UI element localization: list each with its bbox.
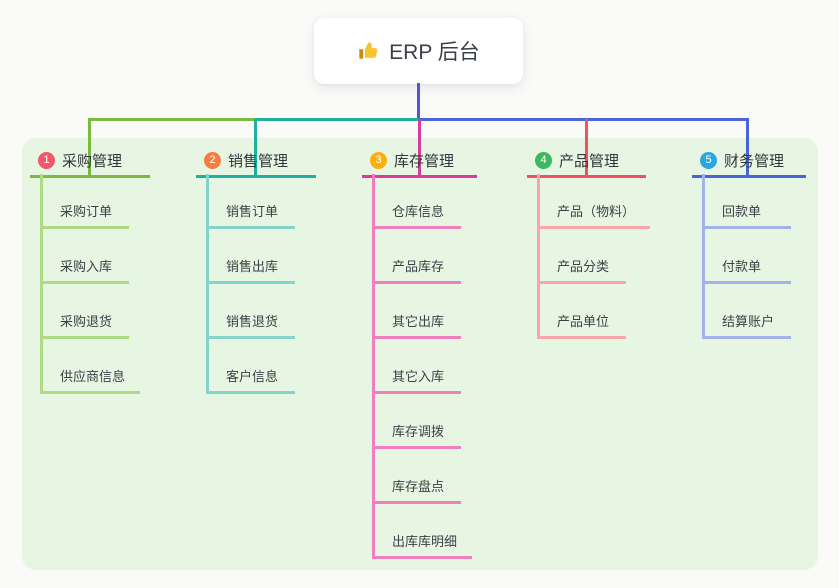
child-slot: 库存盘点 bbox=[375, 449, 472, 504]
child-slot: 仓库信息 bbox=[375, 174, 472, 229]
child-node[interactable]: 产品分类 bbox=[540, 256, 626, 284]
branch-children-purchase: 采购订单采购入库采购退货供应商信息 bbox=[40, 174, 141, 394]
child-slot: 出库库明细 bbox=[375, 504, 473, 559]
branch-drop-line bbox=[418, 119, 421, 177]
branch-badge: 2 bbox=[204, 152, 221, 169]
child-node[interactable]: 产品（物料） bbox=[540, 201, 651, 229]
child-node[interactable]: 采购入库 bbox=[43, 256, 129, 284]
child-slot: 采购入库 bbox=[43, 229, 140, 284]
branch-children-inventory: 仓库信息产品库存其它出库其它入库库存调拨库存盘点出库库明细 bbox=[372, 174, 473, 559]
child-node[interactable]: 销售退货 bbox=[209, 311, 295, 339]
child-slot: 付款单 bbox=[705, 229, 791, 284]
branch-label: 财务管理 bbox=[724, 153, 785, 170]
child-node[interactable]: 销售出库 bbox=[209, 256, 295, 284]
child-slot: 其它入库 bbox=[375, 339, 472, 394]
branch-label: 库存管理 bbox=[394, 153, 455, 170]
branch-node-finance[interactable]: 5 财务管理 bbox=[692, 146, 806, 178]
child-slot: 结算账户 bbox=[705, 284, 791, 339]
child-slot: 回款单 bbox=[705, 174, 791, 229]
child-node[interactable]: 付款单 bbox=[705, 256, 791, 284]
branch-node-sales[interactable]: 2 销售管理 bbox=[196, 146, 316, 178]
branch-badge: 4 bbox=[535, 152, 552, 169]
child-node[interactable]: 库存盘点 bbox=[375, 476, 461, 504]
child-slot: 销售出库 bbox=[209, 229, 295, 284]
child-node[interactable]: 产品库存 bbox=[375, 256, 461, 284]
child-slot: 产品（物料） bbox=[540, 174, 651, 229]
branch-children-finance: 回款单付款单结算账户 bbox=[702, 174, 791, 339]
thumbs-up-icon bbox=[357, 40, 379, 62]
child-node[interactable]: 供应商信息 bbox=[43, 366, 141, 394]
child-slot: 供应商信息 bbox=[43, 339, 141, 394]
child-slot: 产品分类 bbox=[540, 229, 650, 284]
child-slot: 库存调拨 bbox=[375, 394, 472, 449]
child-slot: 其它出库 bbox=[375, 284, 472, 339]
root-title: ERP 后台 bbox=[389, 41, 480, 64]
root-node[interactable]: ERP 后台 bbox=[314, 18, 523, 84]
child-slot: 产品库存 bbox=[375, 229, 472, 284]
branch-label: 产品管理 bbox=[559, 153, 620, 170]
child-node[interactable]: 采购订单 bbox=[43, 201, 129, 229]
branch-children-product: 产品（物料） 产品分类产品单位 bbox=[537, 174, 651, 339]
child-node[interactable]: 其它入库 bbox=[375, 366, 461, 394]
child-slot: 采购退货 bbox=[43, 284, 140, 339]
child-node[interactable]: 产品单位 bbox=[540, 311, 626, 339]
branch-children-sales: 销售订单销售出库销售退货客户信息 bbox=[206, 174, 295, 394]
branch-drop-line bbox=[585, 119, 588, 177]
child-slot: 销售订单 bbox=[209, 174, 295, 229]
branch-badge: 1 bbox=[38, 152, 55, 169]
child-slot: 采购订单 bbox=[43, 174, 140, 229]
branch-badge: 5 bbox=[700, 152, 717, 169]
child-node[interactable]: 出库库明细 bbox=[375, 531, 473, 559]
connector-segment-left bbox=[88, 118, 256, 121]
child-node[interactable]: 销售订单 bbox=[209, 201, 295, 229]
connector-segment-mid bbox=[256, 118, 419, 121]
child-node[interactable]: 库存调拨 bbox=[375, 421, 461, 449]
child-slot: 产品单位 bbox=[540, 284, 650, 339]
child-slot: 客户信息 bbox=[209, 339, 295, 394]
child-node[interactable]: 回款单 bbox=[705, 201, 791, 229]
child-node[interactable]: 结算账户 bbox=[705, 311, 791, 339]
branch-node-purchase[interactable]: 1 采购管理 bbox=[30, 146, 150, 178]
branch-drop-line bbox=[254, 119, 257, 177]
child-node[interactable]: 采购退货 bbox=[43, 311, 129, 339]
branch-node-product[interactable]: 4 产品管理 bbox=[527, 146, 646, 178]
branch-drop-line bbox=[88, 119, 91, 177]
branch-drop-line bbox=[746, 119, 749, 177]
connector-segment-right bbox=[419, 118, 749, 121]
child-node[interactable]: 其它出库 bbox=[375, 311, 461, 339]
branch-label: 销售管理 bbox=[228, 153, 289, 170]
branches-board bbox=[22, 138, 818, 570]
child-node[interactable]: 仓库信息 bbox=[375, 201, 461, 229]
branch-node-inventory[interactable]: 3 库存管理 bbox=[362, 146, 477, 178]
root-connector-line bbox=[417, 83, 420, 121]
child-node[interactable]: 客户信息 bbox=[209, 366, 295, 394]
branch-label: 采购管理 bbox=[62, 153, 123, 170]
child-slot: 销售退货 bbox=[209, 284, 295, 339]
branch-badge: 3 bbox=[370, 152, 387, 169]
